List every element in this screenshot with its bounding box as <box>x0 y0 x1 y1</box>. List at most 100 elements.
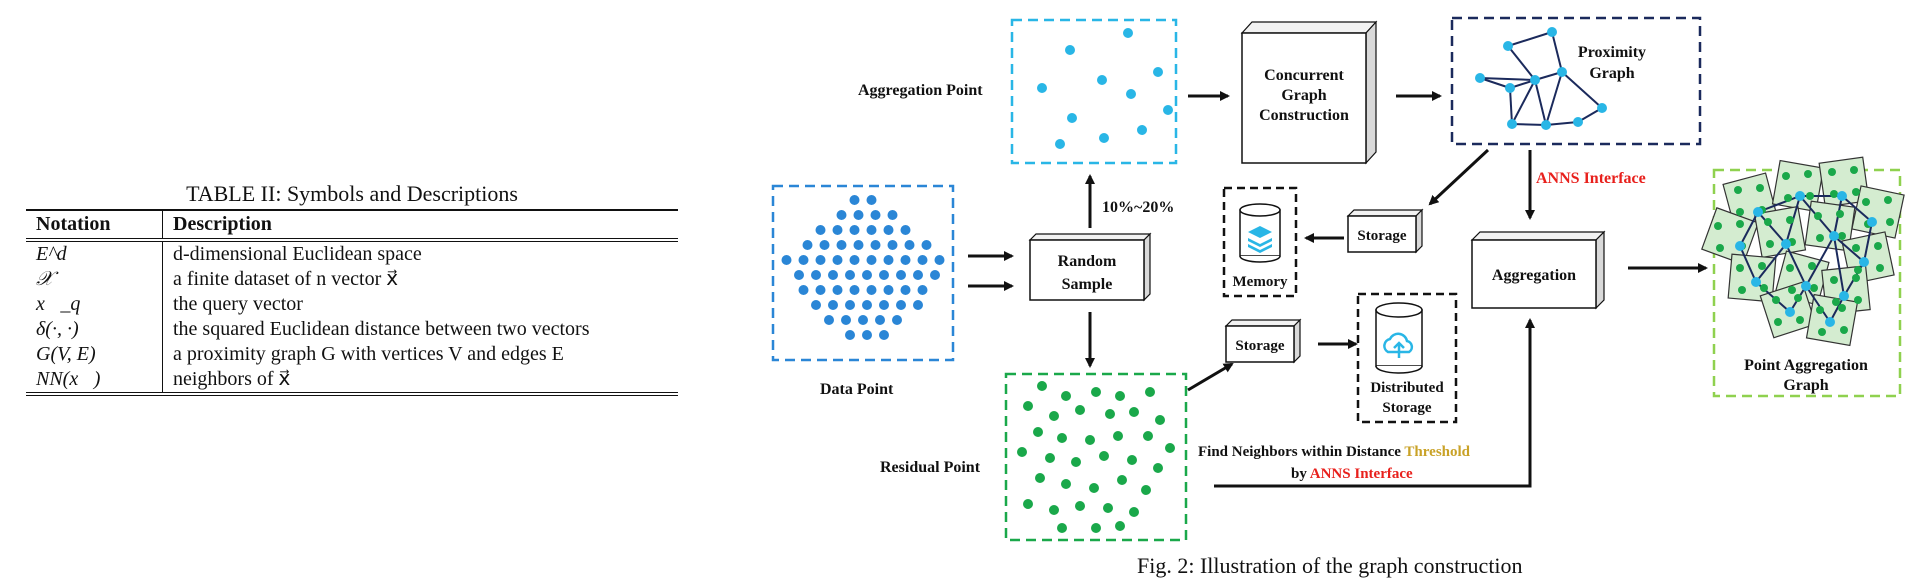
residual-point-dot <box>1023 401 1033 411</box>
proximity-graph-node <box>1505 83 1515 93</box>
aggregation-member-dot <box>1734 186 1742 194</box>
aggregation-member-dot <box>1758 262 1766 270</box>
aggregation-hub-node <box>1801 281 1811 291</box>
point-aggregation-label-line1: Point Aggregation <box>1744 357 1868 374</box>
residual-point-dot <box>1033 427 1043 437</box>
aggregation-member-dot <box>1814 212 1822 220</box>
aggregation-graph-edge <box>1841 195 1873 223</box>
aggregation-member-dot <box>1786 216 1794 224</box>
data-point-dot <box>811 270 821 280</box>
aggregation-member-dot <box>1736 264 1744 272</box>
data-point-dot <box>845 270 855 280</box>
notation-cell: δ(·, ·) <box>26 317 163 342</box>
table-row: E^d d-dimensional Euclidean space <box>26 240 678 267</box>
aggregation-member-dot <box>1852 244 1860 252</box>
aggregation-member-dot <box>1832 298 1840 306</box>
notation-cell: G(V, E) <box>26 342 163 367</box>
description-cell: a proximity graph G with vertices V and … <box>173 343 564 365</box>
aggregation-member-dot <box>1794 294 1802 302</box>
aggregation-member-dot <box>1854 266 1862 274</box>
data-point-dot <box>849 285 860 295</box>
figure-diagram: Data Point Random Sample 10%~20% Aggrega… <box>771 16 1905 542</box>
description-cell: neighbors of x⃗ <box>162 367 678 396</box>
aggregation-hub-node <box>1837 191 1847 201</box>
aggregation-member-dot <box>1756 184 1764 192</box>
data-point-dot <box>849 195 860 205</box>
aggregation-member-dot <box>1788 286 1796 294</box>
data-point-dot <box>896 270 906 280</box>
data-point-dot <box>892 315 902 325</box>
data-point-dot <box>845 330 855 340</box>
aggregation-graph-edge <box>1739 245 1757 283</box>
proximity-graph-node <box>1475 73 1485 83</box>
data-point-dot <box>862 300 872 310</box>
residual-point-dot <box>1049 411 1059 421</box>
data-point-dot <box>887 240 898 250</box>
data-point-dot <box>866 255 877 265</box>
data-point-dot <box>883 255 894 265</box>
aggregation-point-label: Aggregation Point <box>858 82 983 99</box>
proximity-graph-box <box>1450 16 1702 146</box>
aggregation-member-dot <box>1876 264 1884 272</box>
data-point-dot <box>917 285 928 295</box>
residual-point-dot <box>1145 387 1155 397</box>
aggregation-member-dot <box>1804 170 1812 178</box>
proximity-graph-network <box>1475 27 1607 130</box>
proximity-graph-edge <box>1479 77 1511 89</box>
proximity-graph-edge <box>1551 31 1563 73</box>
aggregation-member-dot <box>1736 208 1744 216</box>
distributed-storage-label-line1: Distributed <box>1370 380 1444 396</box>
data-point-dot <box>883 285 894 295</box>
residual-point-dot <box>1115 391 1125 401</box>
proximity-graph-edge <box>1545 71 1563 126</box>
data-point-dot <box>930 270 940 280</box>
residual-point-dot <box>1129 407 1139 417</box>
proximity-graph-edge <box>1479 77 1536 81</box>
aggregation-graph-edge <box>1833 235 1865 263</box>
aggregation-point-box <box>1010 18 1178 165</box>
data-point-dot <box>870 240 881 250</box>
aggregation-cell <box>1701 207 1759 265</box>
aggregation-point-dot <box>1137 125 1147 135</box>
aggregation-member-dot <box>1850 166 1858 174</box>
proximity-graph-edge <box>1534 79 1547 126</box>
table-title: TABLE II: Symbols and Descriptions <box>186 181 518 206</box>
storage-top-box <box>1346 208 1424 254</box>
data-point-dot <box>815 225 826 235</box>
residual-point-dot <box>1061 479 1071 489</box>
aggregation-point-dot <box>1163 105 1173 115</box>
residual-point-dot <box>1061 391 1071 401</box>
aggregation-hub-node <box>1867 217 1877 227</box>
aggregation-member-dot <box>1816 234 1824 242</box>
header-description: Description <box>162 210 678 242</box>
proximity-graph-edge <box>1545 121 1579 126</box>
aggregation-hub-node <box>1859 257 1869 267</box>
aggregation-hub-node <box>1829 231 1839 241</box>
aggregation-member-dot <box>1836 210 1844 218</box>
aggregation-point-dot <box>1067 113 1077 123</box>
residual-point-dot <box>1035 473 1045 483</box>
aggregation-member-dot <box>1764 218 1772 226</box>
residual-point-dot <box>1103 503 1113 513</box>
residual-point-dot <box>1057 433 1067 443</box>
data-point-dot <box>832 255 843 265</box>
aggregation-member-dot <box>1796 316 1804 324</box>
data-point-dot <box>794 270 804 280</box>
data-point-dot <box>828 300 838 310</box>
data-point-dot <box>883 225 894 235</box>
proximity-graph-edge <box>1507 31 1553 47</box>
proximity-graph-node <box>1507 119 1517 129</box>
aggregation-point-dot <box>1123 28 1133 38</box>
aggregation-member-dot <box>1828 168 1836 176</box>
data-point-dot <box>824 315 834 325</box>
data-point-dot <box>870 210 881 220</box>
residual-point-dot <box>1091 387 1101 397</box>
residual-point-dot <box>1105 409 1115 419</box>
residual-point-dot <box>1113 431 1123 441</box>
aggregation-member-dot <box>1810 284 1818 292</box>
aggregation-member-dot <box>1838 304 1846 312</box>
concurrent-label-line3: Construction <box>1259 107 1349 124</box>
data-point-dot <box>853 210 864 220</box>
residual-point-dot <box>1155 415 1165 425</box>
data-point-dot <box>875 315 885 325</box>
